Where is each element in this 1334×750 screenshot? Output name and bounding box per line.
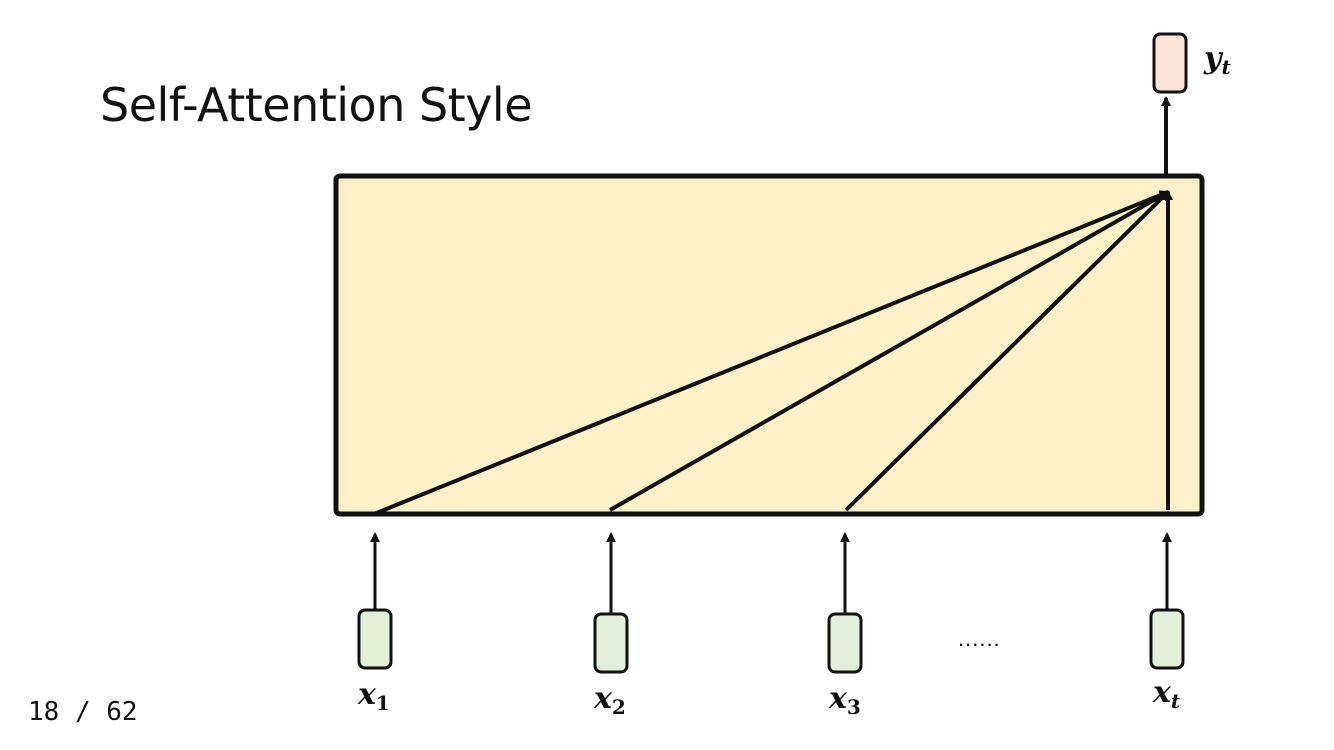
attention-line-x3 <box>844 190 1170 512</box>
input-node-xt <box>1149 608 1185 670</box>
input-node-x1 <box>357 608 393 670</box>
attention-line-x2 <box>609 190 1170 512</box>
page-number: 18 / 62 <box>28 697 138 727</box>
input-label-xt: xt <box>1153 675 1181 713</box>
output-node-yt <box>1152 32 1188 94</box>
input-label-x2: x2 <box>594 681 626 719</box>
output-label-yt: yt <box>1204 41 1231 79</box>
input-node-x3 <box>827 612 863 674</box>
input-label-x1: x1 <box>358 677 390 715</box>
attention-line-x1 <box>373 190 1170 516</box>
slide-title: Self-Attention Style <box>100 78 533 132</box>
input-node-x2 <box>593 612 629 674</box>
input-label-x3: x3 <box>829 681 861 719</box>
input-ellipsis: ...... <box>958 626 1001 651</box>
attention-box <box>333 173 1205 517</box>
